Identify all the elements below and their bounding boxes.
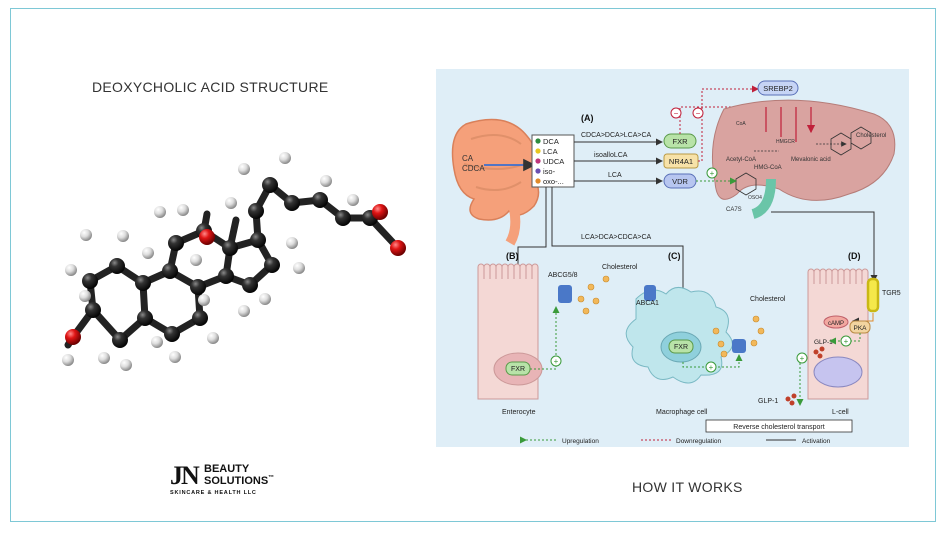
ligand-nr4a1: isoalloLCA [594,152,628,159]
diagram-legend: Upregulation Downregulation Activation [520,436,831,445]
ranking-tgr5: LCA>DCA>CDCA>CA [581,234,652,241]
svg-text:SREBP2: SREBP2 [763,84,793,93]
macrophage-cholesterol-label: Cholesterol [750,296,786,303]
svg-text:+: + [554,357,559,366]
svg-text:NR4A1: NR4A1 [669,157,693,166]
label-cdca: CDCA [462,164,485,173]
intestine-illustration [451,118,540,246]
enterocyte-cell [477,263,543,400]
enterocyte-cholesterol-label: Cholesterol [602,264,638,271]
legend-act: Activation [802,438,831,445]
receptor-tgr5-coil [866,277,880,313]
panel-b-label: (B) [506,251,519,261]
mechanism-diagram: CA CDCA DCA LCA UDCA iso- oxo-... (A) CD… [436,69,909,447]
svg-text:FXR: FXR [673,137,689,146]
acid-dot-lca [535,148,541,154]
svg-text:+: + [844,337,849,346]
acid-dot-dca [535,138,541,144]
enterocyte-label: Enterocyte [502,409,536,416]
reverse-transport-box [705,419,853,433]
svg-text:FXR: FXR [674,344,688,351]
transporter-macrophage-2 [732,339,746,353]
l-cell [807,268,869,400]
svg-text:+: + [710,169,715,178]
svg-text:ABCG5/8: ABCG5/8 [548,272,578,279]
liver-oso4: OSO4 [748,195,762,201]
acid-oxo: oxo-... [543,177,564,186]
svg-text:VDR: VDR [672,177,688,186]
legend-down: Downregulation [676,438,722,445]
liver-coa: CoA [736,121,746,127]
receptor-srebp2 [757,80,799,96]
molecule-3d-model [62,152,406,371]
macrophage-label: Macrophage cell [656,409,708,416]
acid-dca: DCA [543,137,559,146]
acid-legend: DCA LCA UDCA iso- oxo-... [535,137,564,186]
acid-iso: iso- [543,167,556,176]
logo-line2: SOLUTIONS™ [204,475,275,487]
ligand-vdr: LCA [608,172,622,179]
slide-frame [10,8,936,522]
acid-udca: UDCA [543,157,564,166]
inhibit-marker-2 [692,107,704,119]
liver-hmgcr: HMGCR [776,139,795,145]
svg-text:cAMP: cAMP [828,321,844,327]
liver-ca7s: CA7S [726,207,742,213]
svg-text:−: − [674,109,679,118]
structure-title: DEOXYCHOLIC ACID STRUCTURE [92,79,329,95]
svg-text:FXR: FXR [511,366,525,373]
camp-marker [823,315,849,329]
ranking-fxr: CDCA>DCA>LCA>CA [581,132,652,139]
transporter-abcg58 [558,285,572,303]
liver-illustration [711,99,896,201]
brand-logo: JN BEAUTY SOLUTIONS™ SKINCARE & HEALTH L… [170,461,300,497]
macrophage-fxr [668,339,694,354]
lcell-label: L-cell [832,409,849,416]
lcell-glp1-inner: GLP-1 [814,339,833,346]
svg-text:+: + [800,354,805,363]
svg-text:ABCA1: ABCA1 [636,300,659,307]
panel-a-label: (A) [581,113,594,123]
transporter-abca1 [644,285,656,301]
acid-dot-udca [535,158,541,164]
liver-acetyl-coa: Acetyl-CoA [726,157,756,163]
panel-c-label: (C) [668,251,681,261]
how-it-works-title: HOW IT WORKS [632,479,743,495]
svg-text:+: + [709,363,714,372]
legend-up: Upregulation [562,438,599,445]
acid-lca: LCA [543,147,558,156]
svg-text:PKA: PKA [853,325,867,332]
logo-subtitle: SKINCARE & HEALTH LLC [170,490,257,496]
svg-text:TGR5: TGR5 [882,290,901,297]
svg-text:Reverse cholesterol transport: Reverse cholesterol transport [733,424,824,431]
panel-d-label: (D) [848,251,861,261]
liver-mevalonic: Mevalonic acid [791,157,831,163]
inhibit-marker-1 [670,107,682,119]
liver-hmg-coa: HMG-CoA [754,165,782,171]
glp1-output: GLP-1 [758,398,778,405]
svg-text:−: − [696,109,701,118]
acid-dot-iso [535,168,541,174]
logo-initials: JN [170,461,200,490]
logo-line1: BEAUTY [204,463,250,475]
label-ca: CA [462,154,474,163]
acid-dot-oxo [535,178,541,184]
